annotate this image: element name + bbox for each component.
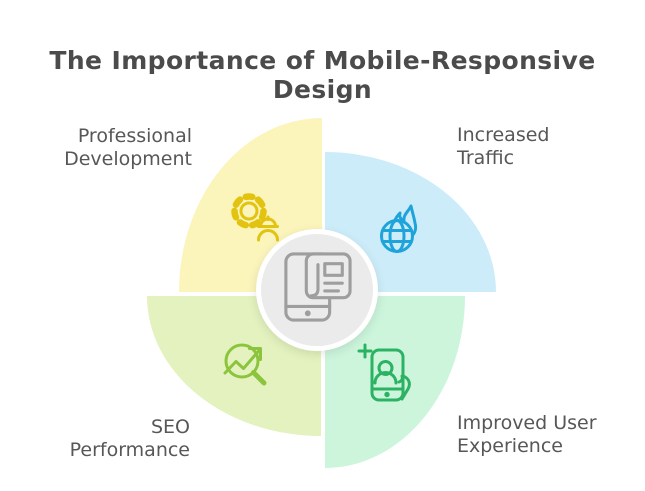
label-professional-development: Professional Development: [64, 125, 192, 170]
label-increased-traffic: Increased Traffic: [457, 124, 550, 169]
mobile-newspaper-icon: [282, 251, 352, 329]
globe-flame-icon: [375, 204, 427, 258]
center-circle: [256, 229, 378, 351]
gear-worker-icon: [225, 189, 283, 243]
magnifier-trend-icon: [221, 335, 273, 387]
page-title: The Importance of Mobile-Responsive Desi…: [49, 46, 596, 104]
phone-user-hand-icon: [356, 342, 418, 412]
label-improved-user-experience: Improved User Experience: [457, 412, 597, 457]
label-seo-performance: SEO Performance: [69, 416, 190, 461]
